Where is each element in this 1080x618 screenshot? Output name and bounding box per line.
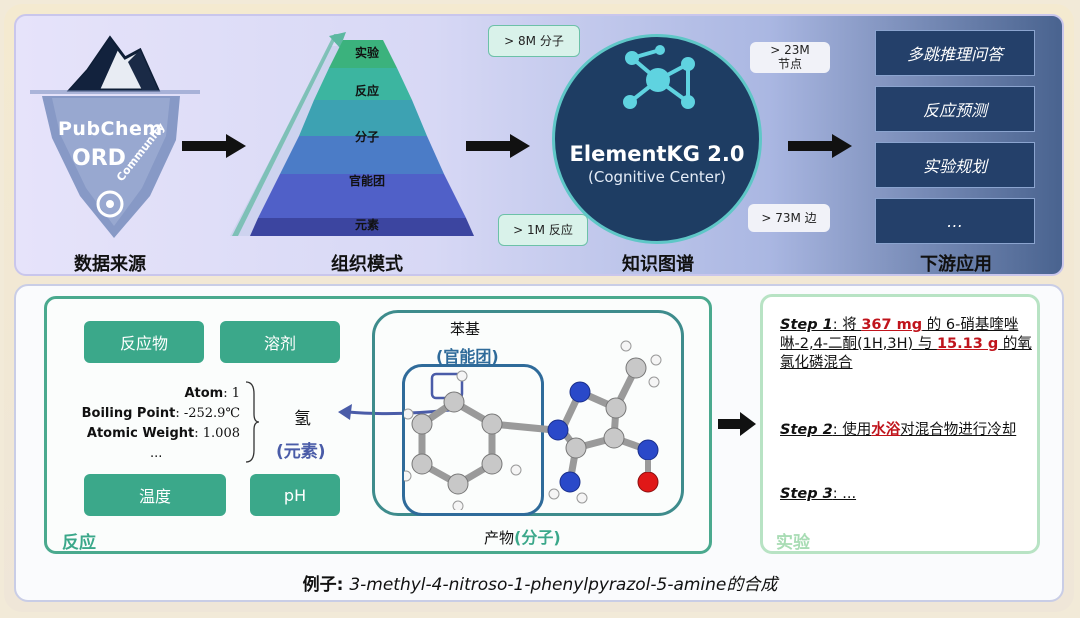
step-1: Step 1: 将 367 mg 的 6-硝基喹唑啉-2,4-二酮(1H,3H)…: [780, 316, 1040, 373]
product-tag: (分子): [514, 528, 561, 547]
step2-text-a: : 使用: [832, 422, 872, 438]
molecule-3d-structure: [404, 340, 662, 510]
iceberg-illustration: [30, 35, 200, 238]
solvent-button: 溶剂: [220, 321, 340, 363]
knowledge-graph-circle: [552, 34, 762, 244]
step1-mass-1: 367 mg: [861, 317, 923, 333]
step-3: Step 3: ...: [780, 485, 1040, 504]
temperature-button: 温度: [84, 474, 226, 516]
atom-value: : -252.9℃: [175, 406, 240, 421]
reaction-label: 反应: [62, 533, 96, 553]
source-pubchem: PubChem: [58, 118, 163, 140]
arrow-right-icon: [718, 412, 756, 436]
section-downstream: 下游应用: [920, 254, 992, 275]
step2-label: Step 2: [780, 422, 833, 438]
step1-text-b: 的 6-硝基喹唑啉-2,4-二酮(1H,3H) 与: [780, 317, 1019, 352]
atom-key: Atomic Weight: [86, 426, 195, 441]
step1-label: Step 1: [780, 317, 833, 333]
app-multihop-qa: 多跳推理问答: [875, 30, 1035, 76]
step2-text-b: 对混合物进行冷却: [900, 422, 1017, 438]
caption-text: 3-methyl-4-nitroso-1-phenylpyrazol-5-ami…: [349, 575, 778, 595]
ph-button: pH: [250, 474, 340, 516]
atom-value: : 1: [223, 386, 240, 401]
group-name: 苯基: [450, 320, 481, 338]
network-graph-icon: [623, 45, 695, 109]
pyramid-level-element: 元素: [354, 218, 379, 232]
arrow-right-icon: [182, 134, 246, 158]
element-name: 氢: [294, 409, 311, 429]
app-more: …: [875, 198, 1035, 244]
atom-line: Atom: 1: [60, 386, 240, 401]
brace-icon: [245, 381, 260, 463]
app-experiment-planning: 实验规划: [875, 142, 1035, 188]
source-ord: ORD: [72, 146, 126, 171]
atom-line: Atomic Weight: 1.008: [60, 426, 240, 441]
stat-nodes: > 23M 节点: [750, 42, 830, 73]
stat-edges: > 73M 边: [748, 204, 830, 232]
stat-molecules: > 8M 分子: [488, 25, 580, 57]
app-reaction-prediction: 反应预测: [875, 86, 1035, 132]
stat-reactions: > 1M 反应: [498, 214, 588, 246]
caption: 例子: 3-methyl-4-nitroso-1-phenylpyrazol-5…: [0, 570, 1080, 595]
group-tag: (官能团): [436, 347, 499, 366]
element-tag: (元素): [276, 442, 326, 462]
section-organization: 组织模式: [331, 254, 403, 275]
section-knowledge-graph: 知识图谱: [622, 254, 694, 275]
pyramid-level-experiment: 实验: [354, 46, 379, 60]
functional-group-box: [402, 364, 544, 516]
pyramid-illustration: [230, 32, 474, 236]
pyramid-level-functional-group: 官能团: [348, 174, 385, 188]
product-label: 产物(分子): [484, 524, 561, 548]
experiment-label: 实验: [776, 533, 810, 553]
atom-line: Boiling Point: -252.9℃: [60, 406, 240, 421]
step1-text-c: 的氧氯化磷混合: [780, 336, 1032, 371]
atom-ellipsis: ...: [150, 446, 163, 461]
step3-label: Step 3: [780, 486, 833, 502]
kg-title: ElementKG 2.0: [569, 142, 745, 166]
kg-subtitle: (Cognitive Center): [588, 168, 726, 186]
pyramid-level-reaction: 反应: [354, 84, 379, 98]
section-data-source: 数据来源: [74, 254, 146, 275]
community-logo-icon: [96, 190, 124, 218]
pyramid-level-molecule: 分子: [354, 130, 379, 144]
atom-key: Atom: [184, 386, 224, 401]
atom-value: : 1.008: [194, 426, 240, 441]
atom-key: Boiling Point: [81, 406, 176, 421]
step1-text-a: : 将: [832, 317, 862, 333]
step1-mass-2: 15.13 g: [936, 336, 999, 352]
caption-prefix: 例子:: [302, 575, 350, 595]
arrow-right-icon: [788, 134, 852, 158]
step2-bath: 水浴: [871, 422, 901, 438]
experiment-box: [760, 294, 1040, 554]
step3-text: : ...: [832, 486, 857, 502]
step-2: Step 2: 使用水浴对混合物进行冷却: [780, 421, 1040, 440]
product-prefix: 产物: [484, 529, 515, 547]
arrow-right-icon: [466, 134, 530, 158]
reactant-button: 反应物: [84, 321, 204, 363]
